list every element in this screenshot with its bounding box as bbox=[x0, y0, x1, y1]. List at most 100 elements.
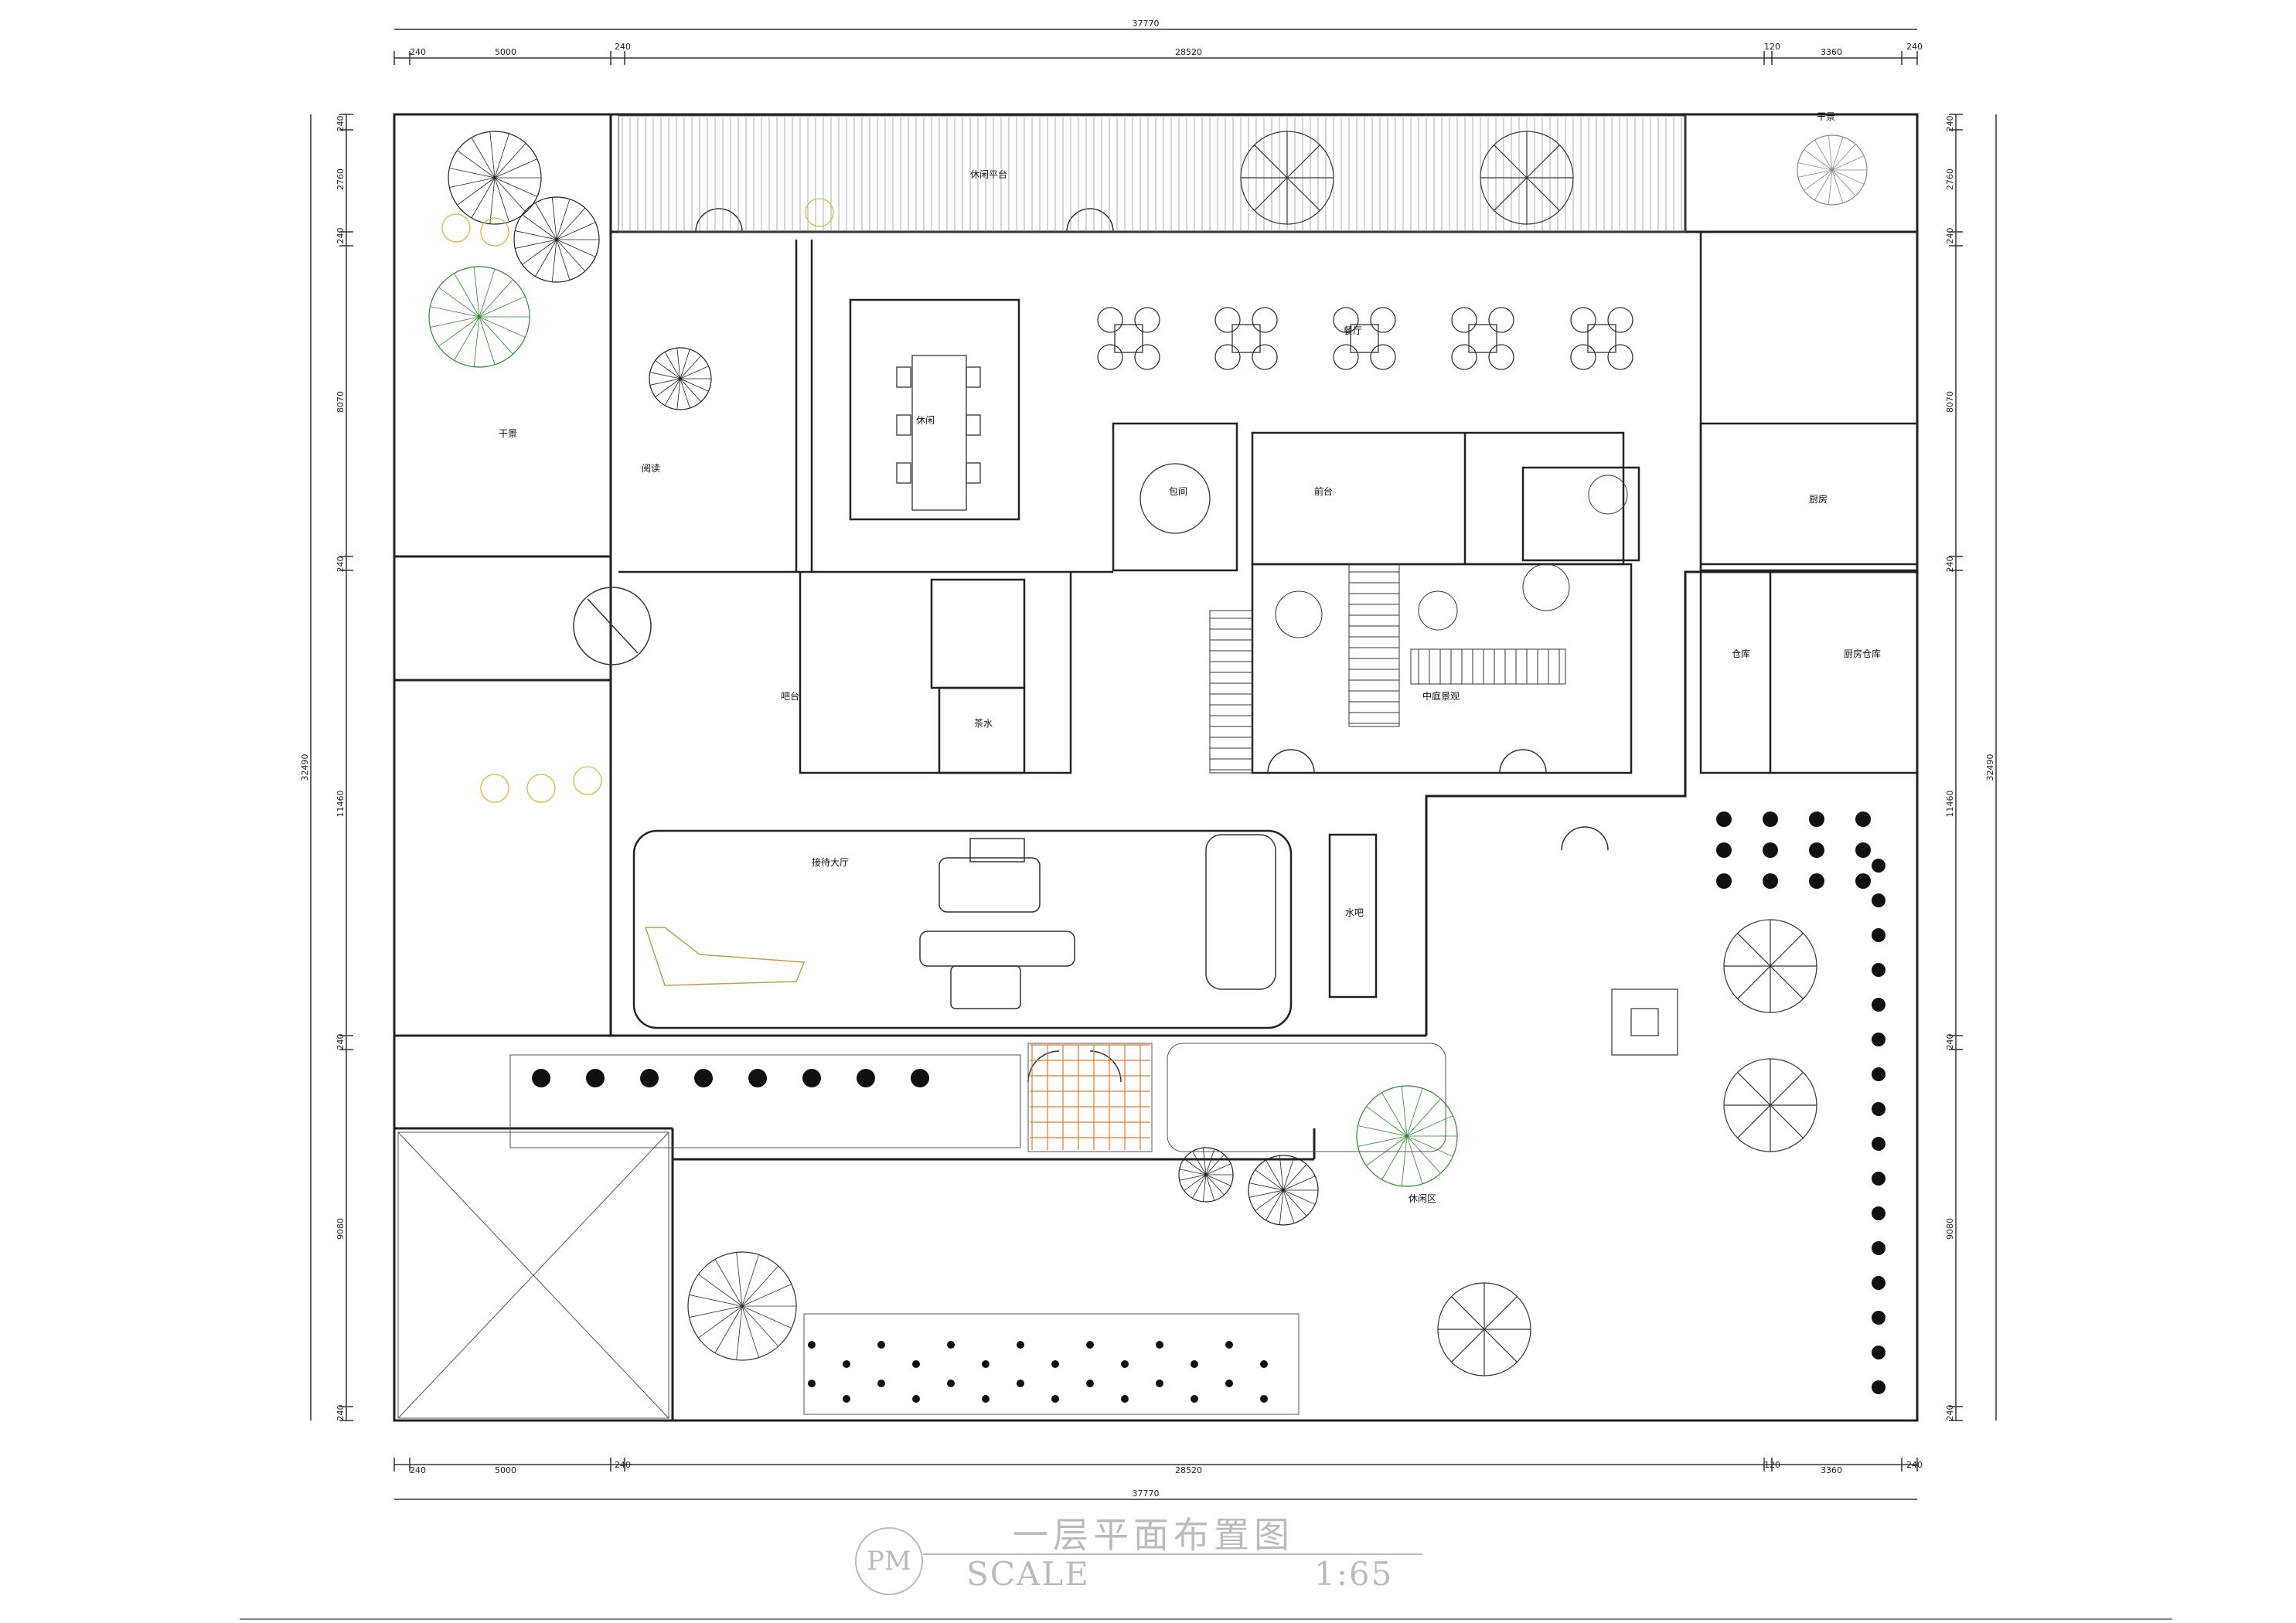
shrub bbox=[1872, 1346, 1886, 1359]
umbrella-rib bbox=[1770, 933, 1804, 967]
dim-right-seg: 240 bbox=[1945, 1034, 1955, 1050]
dot-plant bbox=[982, 1395, 990, 1403]
dining-chair bbox=[1214, 307, 1241, 333]
grey-tree-spoke bbox=[1831, 169, 1856, 196]
dot-plant bbox=[1051, 1360, 1059, 1368]
dim-bottom-seg: 240 bbox=[410, 1465, 426, 1475]
umbrella-rib bbox=[1526, 177, 1560, 211]
dot-plant bbox=[1017, 1341, 1024, 1349]
tree-spoke bbox=[676, 348, 681, 379]
room-label: 前台 bbox=[1314, 485, 1333, 497]
dining-chair bbox=[1214, 344, 1241, 370]
room-label: 吧台 bbox=[781, 690, 799, 702]
yellow-shrub bbox=[441, 213, 471, 243]
room-label: 厨房 bbox=[1809, 493, 1828, 505]
shrub bbox=[1855, 873, 1871, 889]
grey-tree-spoke bbox=[1814, 139, 1833, 171]
palm-tree-spoke bbox=[556, 239, 571, 281]
dimension-lines bbox=[310, 29, 1997, 1500]
dining-table bbox=[1468, 324, 1497, 353]
chair bbox=[966, 462, 981, 484]
yellow-shrub bbox=[573, 766, 602, 795]
dim-left-seg: 240 bbox=[336, 1405, 346, 1421]
shrub bbox=[1872, 1276, 1886, 1290]
dim-left-seg: 240 bbox=[336, 228, 346, 244]
dot-plant bbox=[808, 1380, 816, 1387]
umbrella-rib bbox=[1286, 177, 1320, 211]
green-tree-spoke bbox=[1406, 1135, 1423, 1184]
green-tree-spoke bbox=[454, 316, 480, 361]
dining-chair bbox=[1488, 307, 1514, 333]
lobby-furniture bbox=[644, 834, 1276, 1009]
hedge-bush bbox=[857, 1069, 875, 1087]
green-tree-spoke bbox=[479, 296, 526, 318]
tree-spoke bbox=[1192, 1174, 1207, 1199]
palm-tree-spoke bbox=[551, 197, 557, 240]
shrub bbox=[1872, 1241, 1886, 1255]
dining-table bbox=[1350, 324, 1379, 353]
dining-chair bbox=[1488, 344, 1514, 370]
dim-right-seg: 240 bbox=[1945, 228, 1955, 244]
dining-chair bbox=[1333, 307, 1359, 333]
dim-top-seg: 240 bbox=[410, 47, 426, 57]
dim-top-seg: 240 bbox=[1906, 42, 1923, 52]
landscape-plants bbox=[428, 131, 1886, 1403]
room-label: 水吧 bbox=[1345, 907, 1364, 918]
tree-spoke bbox=[1179, 1174, 1207, 1181]
tree-spoke bbox=[1255, 1169, 1284, 1191]
tree-spoke bbox=[655, 360, 681, 379]
umbrella-rib bbox=[1451, 1329, 1485, 1363]
tree-spoke bbox=[680, 378, 690, 409]
doors bbox=[573, 208, 1609, 1083]
large-tree-spoke bbox=[714, 1259, 743, 1307]
large-tree-spoke bbox=[689, 1295, 743, 1307]
palm-tree-spoke bbox=[515, 239, 557, 249]
large-tree-spoke bbox=[741, 1284, 792, 1307]
large-tree-spoke bbox=[698, 1305, 743, 1339]
green-tree-spoke bbox=[479, 279, 513, 318]
shrub bbox=[1855, 842, 1871, 858]
tree-spoke bbox=[1205, 1154, 1225, 1176]
shrub bbox=[1872, 859, 1886, 873]
dim-left-seg: 240 bbox=[336, 1034, 346, 1050]
tree-spoke bbox=[1205, 1163, 1231, 1176]
dot-plant bbox=[1156, 1341, 1163, 1349]
yellow-shrub bbox=[526, 774, 556, 803]
hedge-bush bbox=[640, 1069, 659, 1087]
room-label: 仓库 bbox=[1732, 648, 1750, 659]
round-table bbox=[1139, 463, 1211, 534]
green-tree-spoke bbox=[1366, 1106, 1408, 1137]
dot-plant bbox=[1017, 1380, 1024, 1387]
palm-tree-spoke bbox=[556, 207, 586, 240]
shrub bbox=[1872, 1172, 1886, 1186]
grey-tree-spoke bbox=[1814, 169, 1833, 201]
green-tree-spoke bbox=[479, 316, 513, 355]
shrub bbox=[1855, 812, 1871, 827]
dim-bottom-seg: 3360 bbox=[1821, 1465, 1842, 1475]
grey-tree-spoke bbox=[1797, 169, 1833, 178]
tree-spoke bbox=[664, 378, 681, 406]
dining-chair bbox=[1607, 307, 1633, 333]
dining-chair bbox=[1252, 344, 1278, 370]
shrub bbox=[1809, 873, 1824, 889]
yellow-shrub bbox=[805, 198, 834, 227]
green-tree-spoke bbox=[1358, 1135, 1408, 1147]
palm-tree-spoke bbox=[449, 168, 496, 179]
green-tree-spoke bbox=[1381, 1092, 1408, 1137]
palm-tree-spoke bbox=[449, 177, 496, 188]
dot-plant bbox=[843, 1360, 850, 1368]
dim-bottom-seg: 240 bbox=[1906, 1460, 1923, 1470]
umbrella-rib bbox=[1737, 965, 1771, 999]
dining-chair bbox=[1370, 344, 1396, 370]
scale-label: SCALE bbox=[966, 1555, 1090, 1593]
grey-tree-spoke bbox=[1804, 149, 1833, 171]
green-tree-spoke bbox=[1406, 1135, 1441, 1174]
palm-tree-spoke bbox=[535, 239, 557, 277]
dining-table bbox=[1114, 324, 1143, 353]
room-labels: 阅读 休闲 餐厅 包间 吧台 厨房 前台 茶水 中庭景观 仓库 厨房仓库 接待大… bbox=[499, 111, 1881, 1204]
dim-top-total: 37770 bbox=[1133, 19, 1160, 29]
dim-left-total: 32490 bbox=[300, 754, 310, 781]
umbrella-rib bbox=[1737, 933, 1771, 967]
palm-tree-spoke bbox=[457, 150, 496, 179]
tree bbox=[649, 347, 712, 410]
